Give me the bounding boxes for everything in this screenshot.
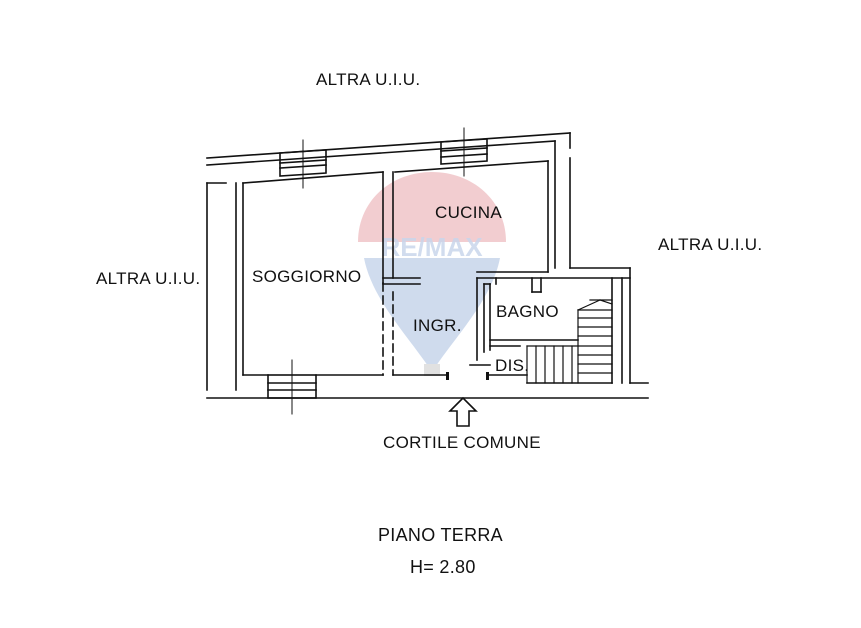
west-wall <box>206 182 244 391</box>
east-walls <box>611 267 649 384</box>
window-south <box>267 359 317 415</box>
neighbor-unit-right-label: ALTRA U.I.U. <box>658 235 763 254</box>
room-label-disimpegno: DIS. <box>495 356 530 375</box>
remax-watermark-text: RE/MAX <box>381 232 483 262</box>
ceiling-height: H= 2.80 <box>410 557 476 577</box>
staircase <box>526 299 613 384</box>
partition-soggiorno <box>382 171 421 376</box>
entrance-door <box>446 372 489 380</box>
kitchen-walls <box>476 132 631 279</box>
window-north-soggiorno <box>279 139 327 189</box>
room-label-cucina: CUCINA <box>435 203 502 222</box>
window-north-cucina <box>440 127 488 177</box>
balloon-top-red <box>358 172 506 242</box>
neighbor-unit-top-label: ALTRA U.I.U. <box>316 70 421 89</box>
bathroom-walls <box>469 277 579 366</box>
room-label-soggiorno: SOGGIORNO <box>252 267 362 286</box>
north-wall <box>206 132 571 184</box>
courtyard-label: CORTILE COMUNE <box>383 433 541 452</box>
entrance-arrow-icon <box>448 396 478 427</box>
room-label-ingresso: INGR. <box>413 316 462 335</box>
remax-watermark <box>358 172 506 376</box>
balloon-bottom-blue <box>364 258 500 372</box>
south-wall <box>206 374 649 399</box>
floor-name: PIANO TERRA <box>378 525 503 545</box>
neighbor-unit-left-label: ALTRA U.I.U. <box>96 269 201 288</box>
room-label-bagno: BAGNO <box>496 302 559 321</box>
